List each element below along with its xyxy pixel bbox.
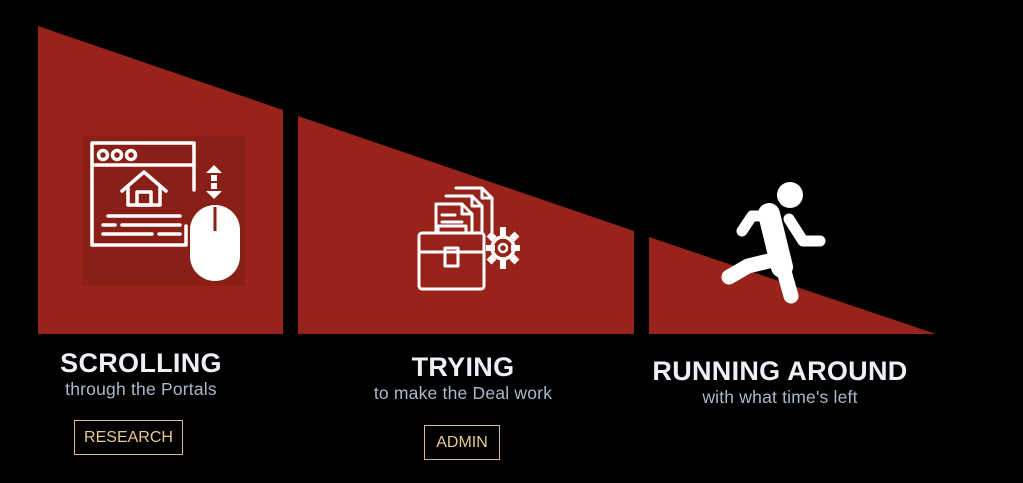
stage-2-subtitle: to make the Deal work xyxy=(373,383,553,403)
stage-3-subtitle: with what time's left xyxy=(702,387,858,407)
briefcase-documents-gear-icon xyxy=(417,186,520,291)
stage-2-title: TRYING xyxy=(411,352,515,382)
stage-1-caption: SCROLLING through the Portals xyxy=(41,348,241,400)
browser-window-mouse-scroll-icon xyxy=(82,136,245,286)
research-tag-button[interactable]: RESEARCH xyxy=(74,420,183,455)
stage-2-caption: TRYING to make the Deal work xyxy=(343,352,583,404)
admin-tag-button[interactable]: ADMIN xyxy=(424,425,500,460)
stage-3-title: RUNNING AROUND xyxy=(652,356,908,386)
stage-1-title: SCROLLING xyxy=(60,348,222,378)
stage-3-caption: RUNNING AROUND with what time's left xyxy=(640,356,920,408)
running-person-icon xyxy=(721,182,826,304)
stage-1-subtitle: through the Portals xyxy=(65,379,217,399)
